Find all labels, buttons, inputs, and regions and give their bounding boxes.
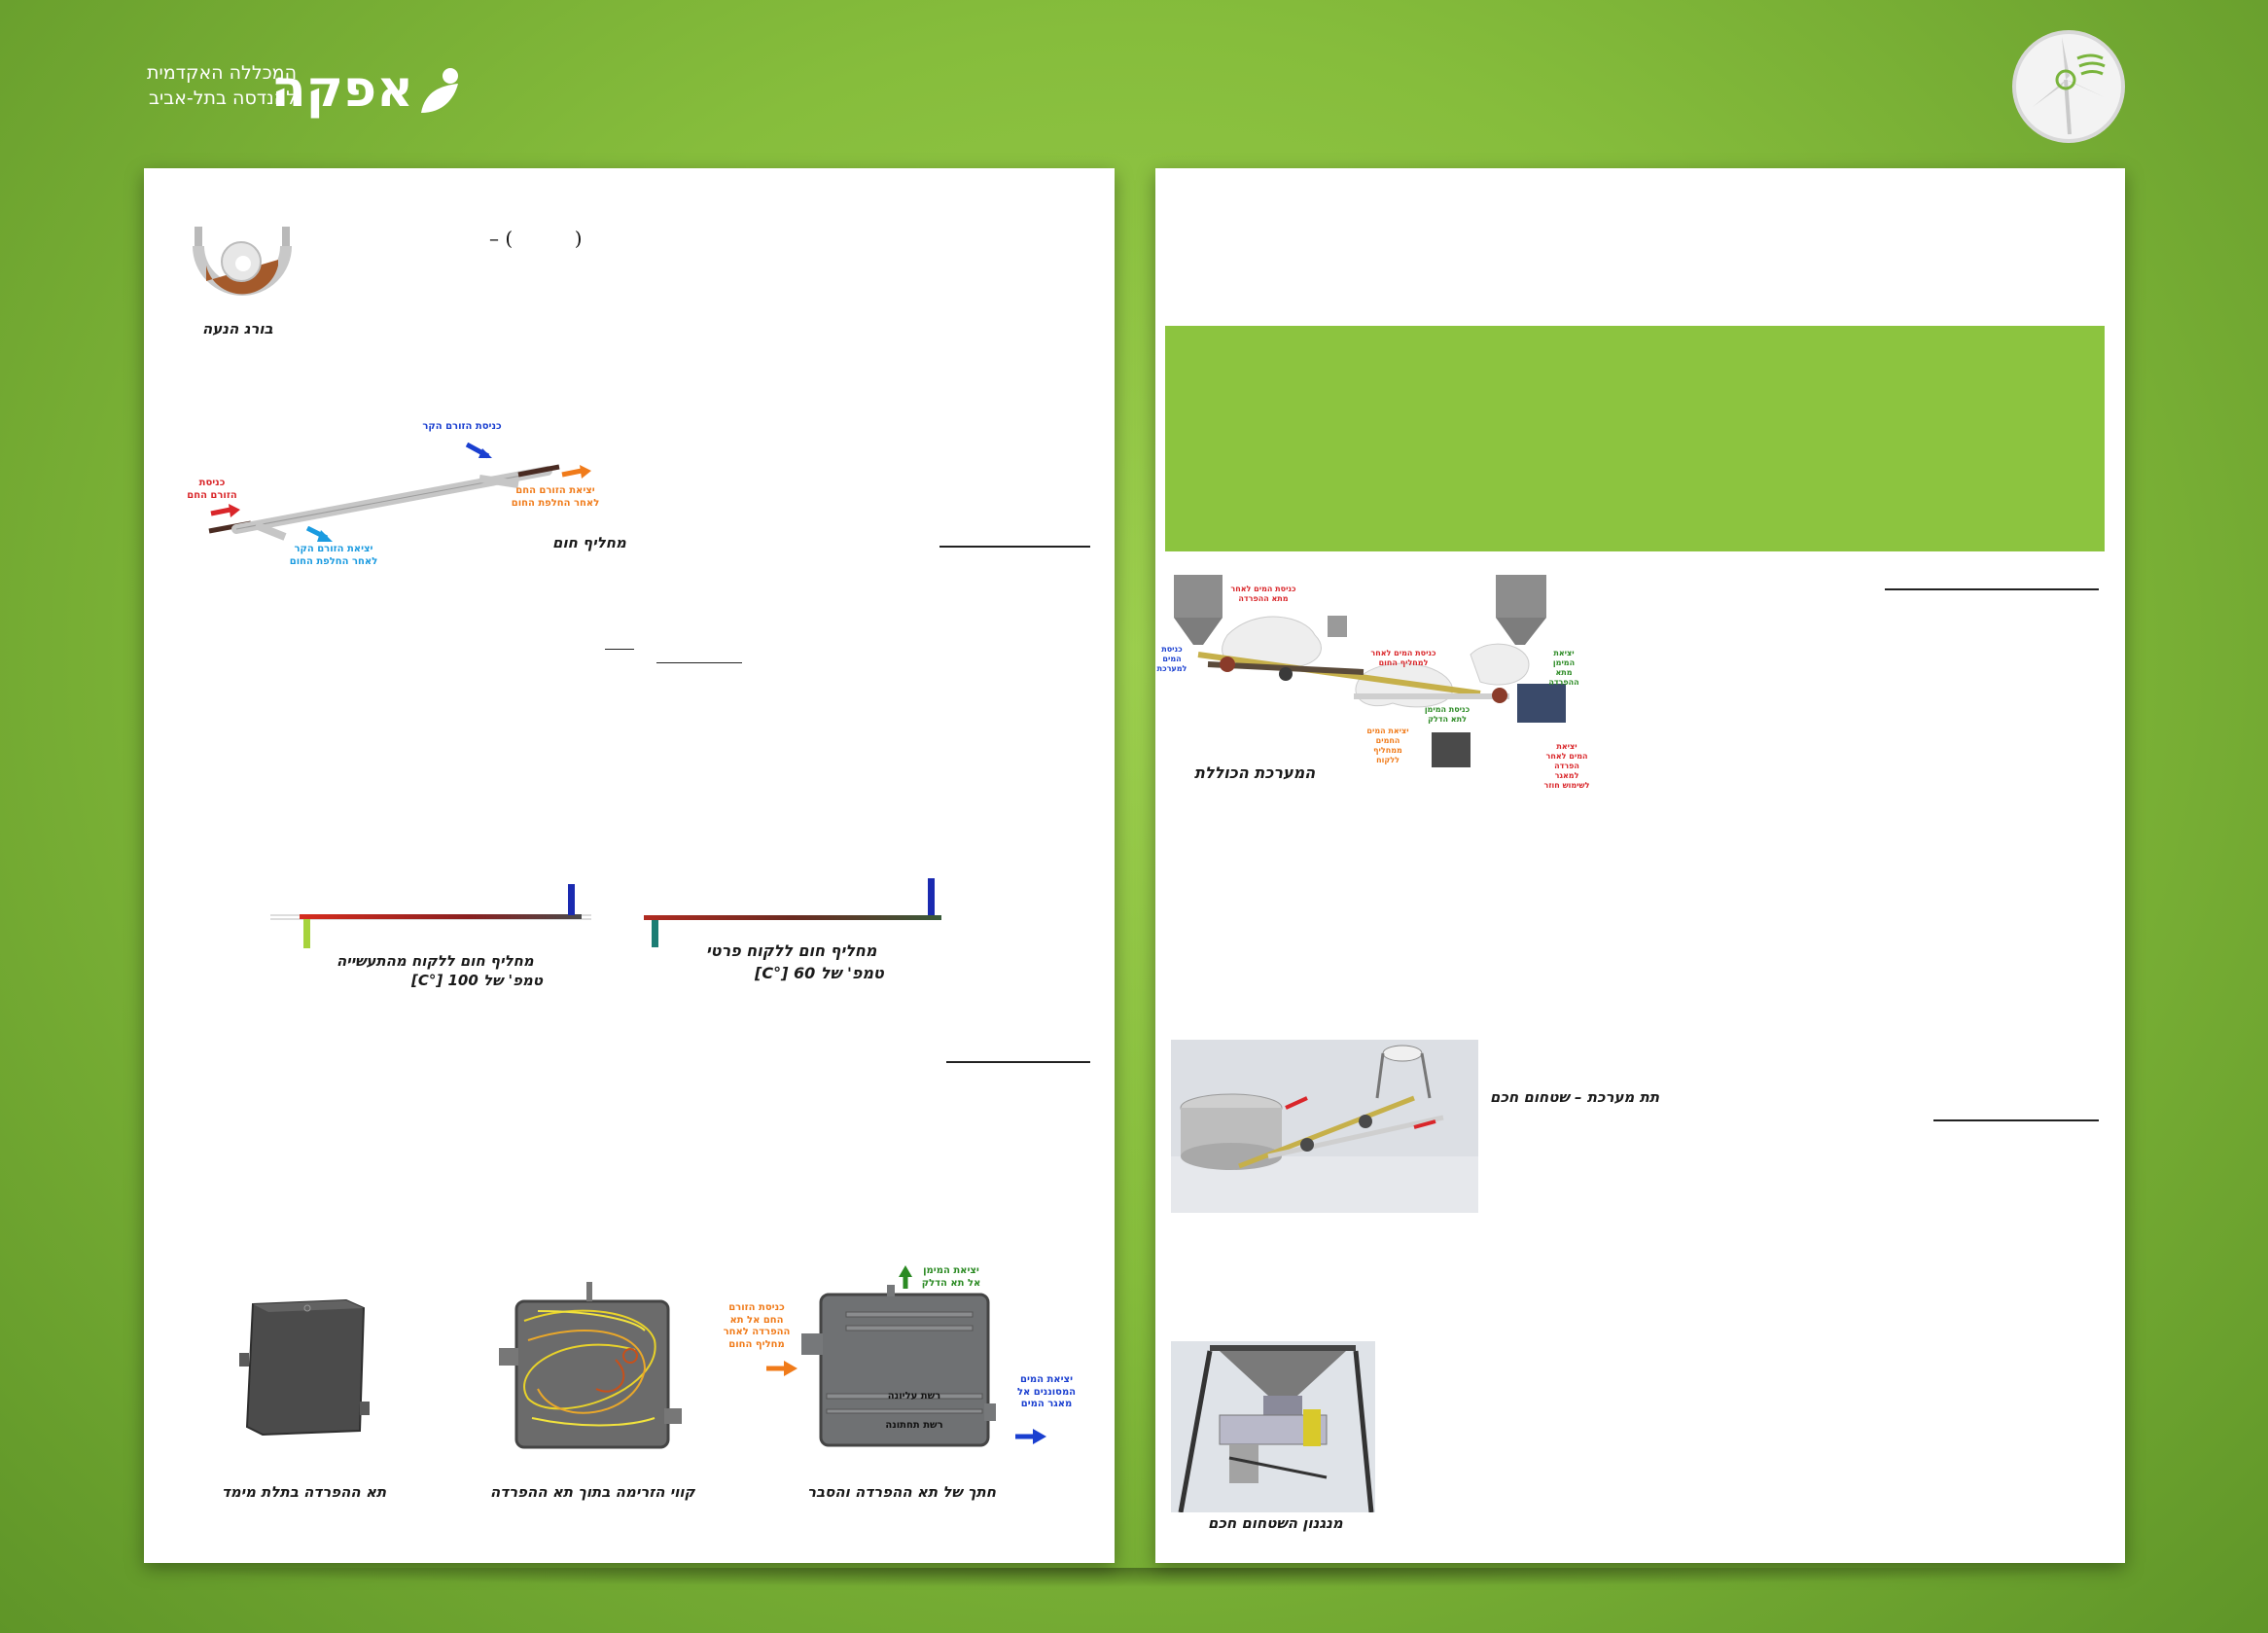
divider-1: [939, 546, 1090, 548]
arrow-cold-in: [465, 442, 494, 464]
arrow-hot-in: [209, 504, 240, 523]
sep-chamber-3d-image: [239, 1295, 375, 1440]
heat-exchanger-diagram: [197, 414, 586, 550]
section-view-image: [801, 1285, 996, 1450]
rinse-subsystem-image: [1171, 1040, 1478, 1213]
arrow-hot-out: [560, 465, 591, 484]
screw-image: [193, 225, 292, 314]
sys-label-d: יציאת המימן מתא ההפרדה: [1548, 649, 1579, 687]
hx60-caption-line1: מחליף חום ללקוח פרטי: [706, 941, 877, 960]
arrow-cold-out: [305, 525, 335, 548]
mechanism-caption: מנגנון השטחום חכם: [1208, 1514, 1343, 1532]
sys-label-f: כניסת המימן לתא הדלק: [1424, 705, 1471, 724]
hx100-caption-line2: טמפ' של 100 [°C]: [411, 972, 544, 989]
label-section-hot-in: כניסת הזורם החם אל תא ההפרדה לאחר מחליף …: [723, 1302, 791, 1350]
sys-label-c: כניסת המים לאחר למחליף החום: [1370, 649, 1436, 667]
mechanism-image: [1171, 1341, 1375, 1513]
label-diesel-out: יציאת המימן אל תא הדלק: [921, 1265, 981, 1289]
hx60-image: [640, 876, 951, 949]
heat-exchanger-caption: מחליף חום: [552, 534, 626, 551]
label-water-out: יציאת המים המסוננים אל מאגר המים: [1016, 1374, 1077, 1409]
logo-line-2: להנדסה בתל-אביב: [148, 88, 297, 109]
label-hot-out: יציאת הזורם החם לאחר החלפת החום: [511, 485, 600, 509]
wind-turbine-icon: [2012, 30, 2125, 143]
system-caption: המערכת הכוללת: [1194, 763, 1316, 782]
sys-label-e: יציאת המים החמים ממחליף ללקוח: [1366, 727, 1409, 764]
divider-2: [946, 1061, 1090, 1063]
right-panel: כניסת המים לאחר מתא ההפרדה כניסת המים למ…: [1155, 168, 2125, 1563]
formula-line-2: [656, 662, 742, 663]
divider-4: [1933, 1119, 2099, 1121]
logo-name: אפקה: [270, 60, 413, 119]
sys-label-a: כניסת המים לאחר מתא ההפרדה: [1230, 585, 1296, 603]
hx60-caption-line2: טמפ' של 60 [°C]: [755, 964, 884, 982]
bottom-shadow: [126, 1568, 2140, 1587]
sys-label-g: יציאת המים לאחר הפרדה למאגר לשימוש חוזר: [1543, 742, 1590, 790]
hx100-caption-line1: מחליף חום ללקוח מהתעשייה: [337, 952, 534, 970]
divider-3: [1885, 588, 2099, 590]
sys-label-b: כניסת המים למערכת: [1156, 645, 1187, 673]
screw-caption: בורג הנעה: [202, 320, 273, 337]
brand-logo: אפקה המכללה האקדמית להנדסה בתל-אביב: [141, 58, 462, 126]
flow-lines-image: [499, 1282, 684, 1452]
hx100-image: [270, 880, 591, 948]
sep3d-caption: תא ההפרדה בתלת מימד: [222, 1483, 387, 1501]
paren-text: – ( ): [489, 227, 583, 250]
label-lower-mesh: רשת תחתונה: [885, 1420, 943, 1431]
label-cold-in: כניסת הזורם הקר: [422, 421, 502, 432]
arrow-up-green: [899, 1265, 912, 1293]
leaf-icon: [415, 64, 464, 119]
label-cold-out: יציאת הזורם הקר לאחר החלפת החום: [289, 544, 378, 567]
label-hot-in: כניסת הזורם החם: [187, 478, 237, 501]
section-caption: חתך של תא ההפרדה והסבר: [807, 1483, 997, 1501]
arrow-blue-out: [1015, 1429, 1046, 1448]
label-upper-mesh: רשת עליונה: [887, 1391, 941, 1402]
logo-line-1: המכללה האקדמית: [146, 62, 297, 84]
rinse-caption: תת מערכת – שטחום חכם: [1490, 1088, 1660, 1106]
flow-caption: קווי הזרימה בתוך תא ההפרדה: [490, 1483, 695, 1501]
left-panel: בורג הנעה – ( ) כניסת הזורם הקר כניסת הז…: [144, 168, 1115, 1563]
formula-line-1: [605, 649, 634, 650]
green-highlight-box: [1165, 326, 2105, 551]
full-system-image: [1169, 567, 1587, 786]
wind-turbine-badge: [2011, 29, 2126, 144]
arrow-orange-in: [766, 1361, 797, 1380]
